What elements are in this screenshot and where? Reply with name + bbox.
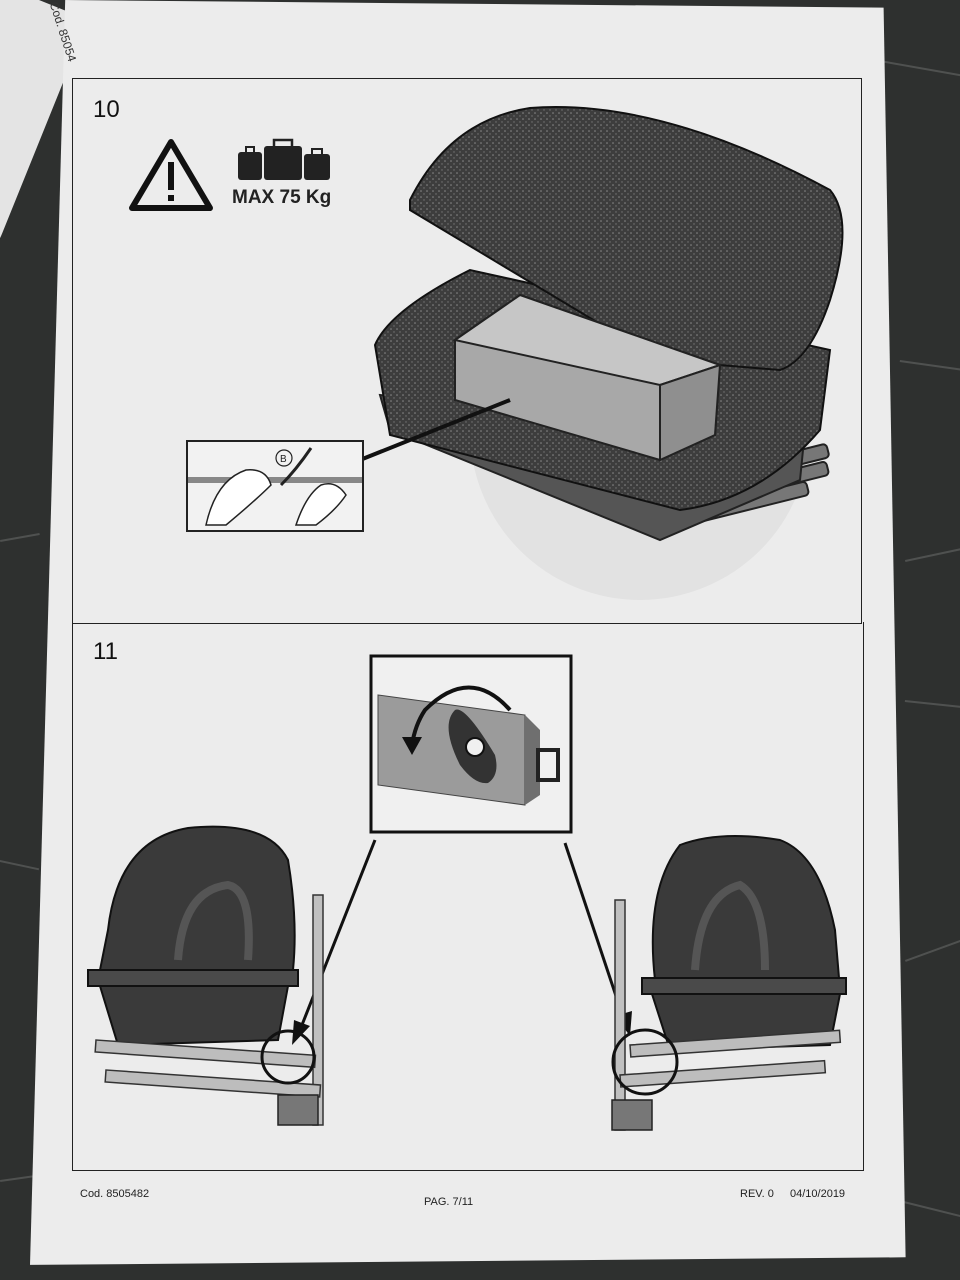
step-11-number: 11 xyxy=(93,638,118,665)
carrier-side-view-left xyxy=(87,825,324,1126)
max-load-label: MAX 75 Kg xyxy=(232,187,331,208)
inset-callout-label: B xyxy=(280,454,287,465)
footer-code: Cod. 8505482 xyxy=(80,1188,150,1200)
step-10-panel xyxy=(72,78,862,624)
carrier-side-view-right xyxy=(611,835,847,1131)
step-10-number: 10 xyxy=(93,96,120,123)
footer-page: PAG. 7/11 xyxy=(424,1196,474,1208)
max-load-text: MAX 75 Kg xyxy=(232,187,331,208)
footer-date: 04/10/2019 xyxy=(790,1188,846,1200)
warning-triangle-icon xyxy=(129,139,213,211)
rotate-arrow-icon xyxy=(410,685,512,746)
knob-icon xyxy=(448,709,497,784)
luggage-icon xyxy=(238,138,330,180)
footer-revision: REV. 0 xyxy=(740,1188,774,1200)
lock-highlight-circle-right xyxy=(611,1028,679,1096)
top-case-with-box-illustration xyxy=(359,106,844,600)
lock-highlight-circle-left xyxy=(260,1029,316,1085)
knob-detail-inset xyxy=(369,654,573,834)
step-11-panel xyxy=(72,622,864,1171)
strap-tightening-inset: B xyxy=(186,440,364,532)
